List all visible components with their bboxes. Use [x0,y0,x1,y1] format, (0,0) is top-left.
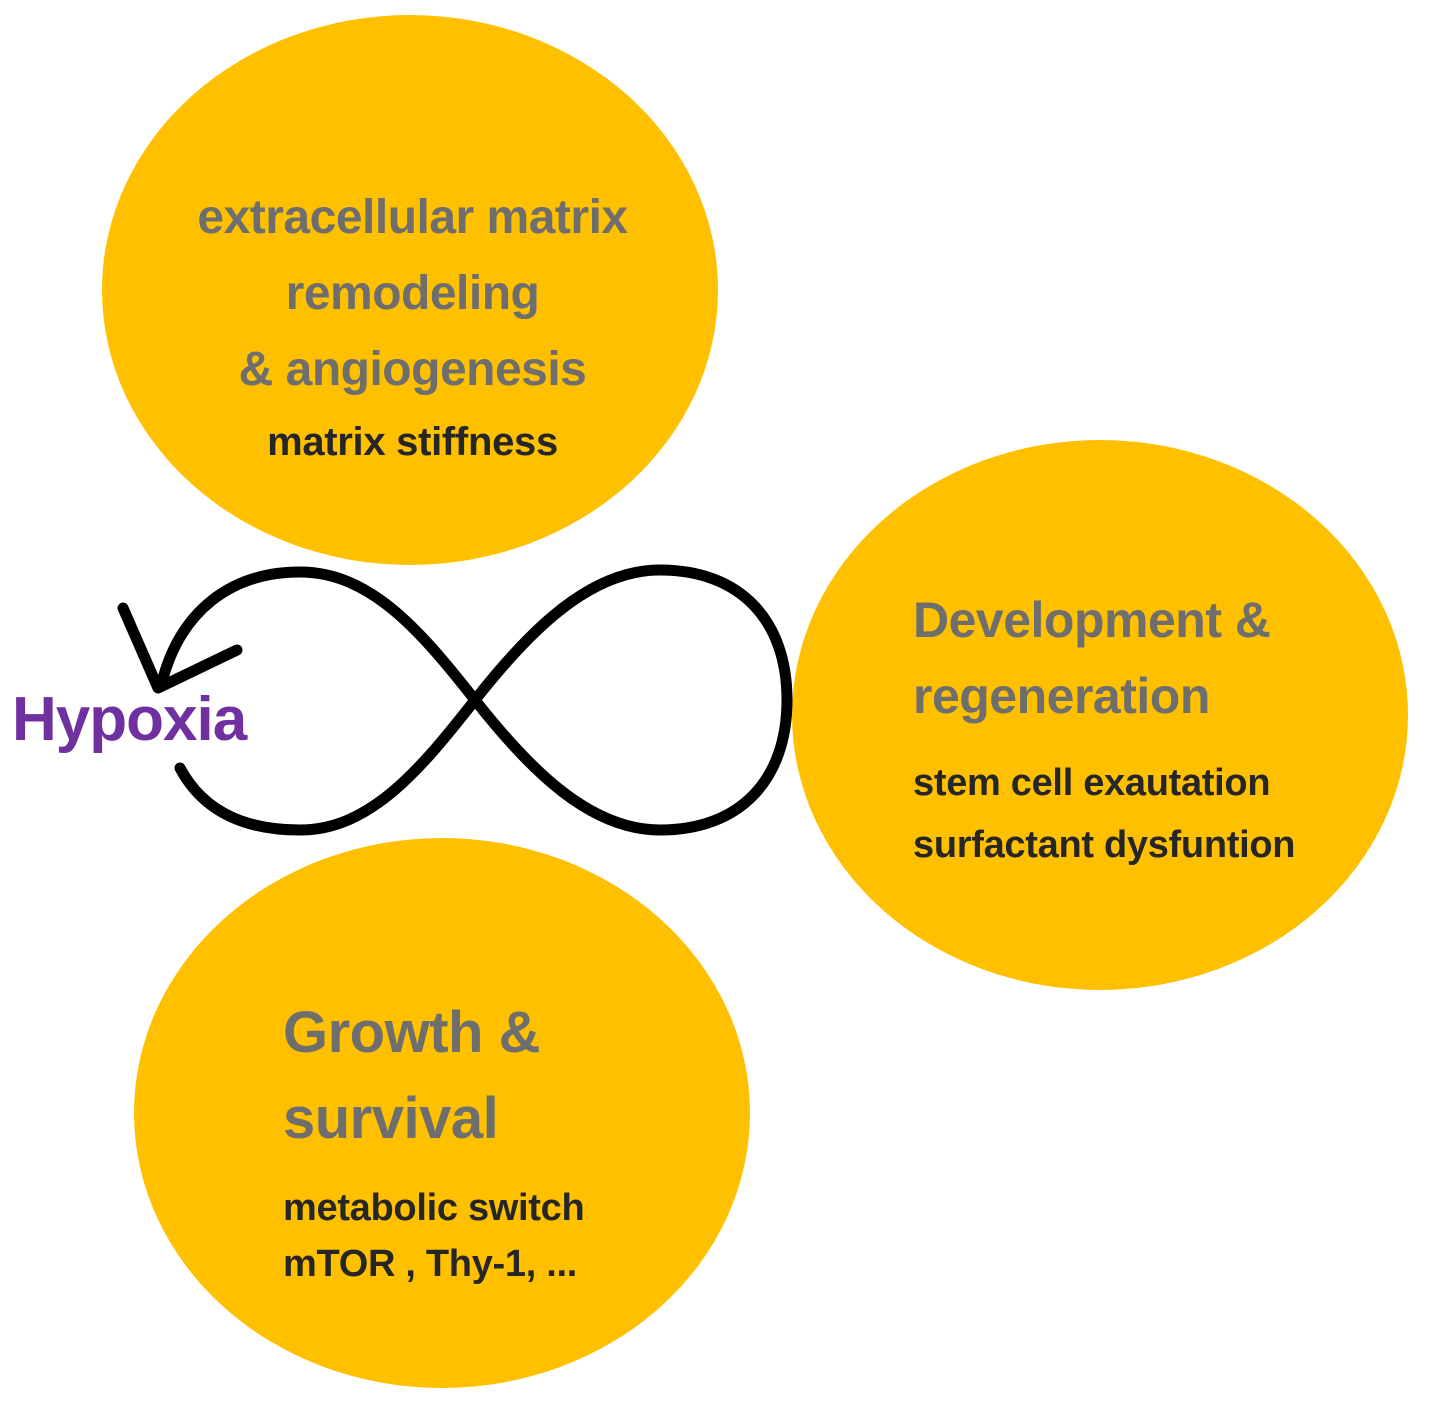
circle-bottom-text: Growth & survival metabolic switch mTOR … [283,990,585,1292]
circle-right-heading-line-1: Development & [913,592,1271,648]
circle-top [102,15,718,565]
loop-arrowhead [117,602,243,694]
circle-right-text: Development & regeneration stem cell exa… [913,582,1295,876]
circle-top-text: extracellular matrix remodeling & angiog… [105,180,720,472]
circle-top-heading-line-3: & angiogenesis [238,343,587,396]
circle-right-detail-line-2: surfactant dysfuntion [913,824,1296,866]
circle-right-heading-line-2: regeneration [913,668,1210,724]
circle-bottom-heading-line-2: survival [283,1086,499,1151]
infinity-loop-path [156,564,793,836]
hypoxia-label: Hypoxia [12,685,247,754]
circle-bottom-heading-line-1: Growth & [283,1000,540,1065]
circle-right [792,440,1408,990]
infinity-loop-arrow-icon [117,564,793,836]
circle-top-heading-line-1: extracellular matrix [197,191,628,244]
circle-bottom [134,838,750,1388]
circle-right-detail-line-1: stem cell exautation [913,762,1271,804]
circle-bottom-detail-line-2: mTOR , Thy-1, ... [283,1243,578,1285]
circle-top-detail-line-1: matrix stiffness [267,420,558,464]
circle-top-heading-line-2: remodeling [285,267,540,320]
circle-bottom-detail-line-1: metabolic switch [283,1187,585,1229]
